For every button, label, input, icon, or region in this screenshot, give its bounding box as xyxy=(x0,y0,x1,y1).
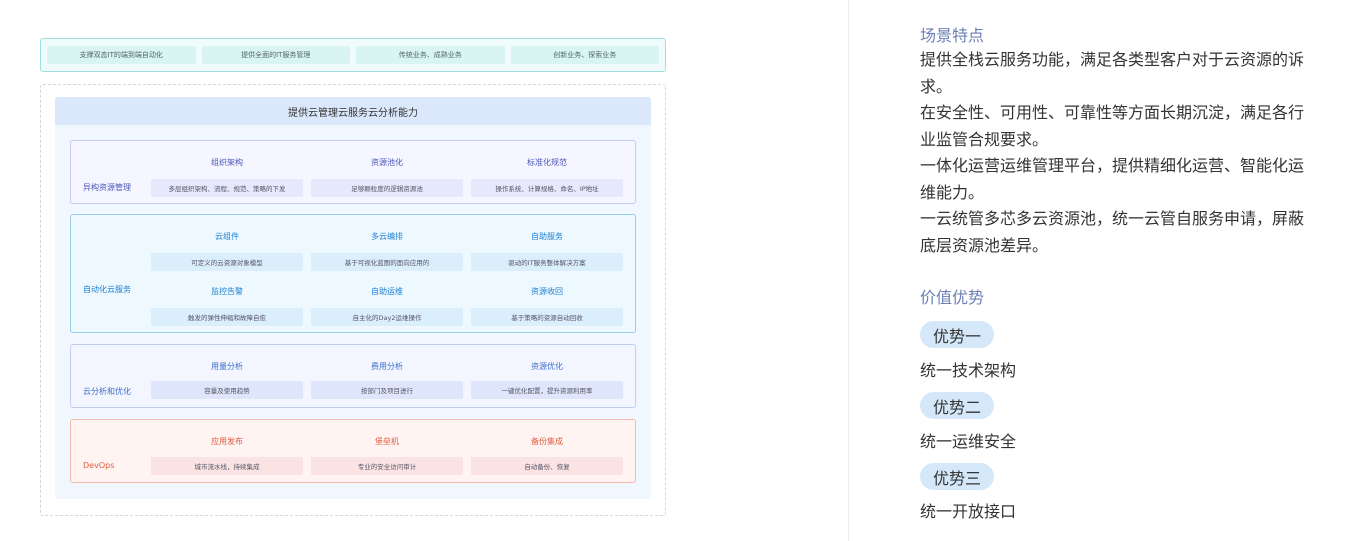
column-cell: 一键优化配置，提升资源利用率 xyxy=(471,381,623,399)
column-title: 应用发布 xyxy=(211,437,243,446)
column-cell: 专业的安全访问审计 xyxy=(311,457,463,475)
feature-line: 提供全栈云服务功能，满足各类型客户对于云资源的诉求。 xyxy=(920,50,1305,96)
group-label: 云分析和优化 xyxy=(83,387,131,396)
column-title: 资源池化 xyxy=(371,158,403,167)
top-cell: 支撑双态IT的端到端自动化 xyxy=(47,46,196,64)
group-label: DevOps xyxy=(83,461,115,470)
column-title: 监控告警 xyxy=(211,287,243,296)
group-cloud-analysis: 云分析和优化 用量分析 费用分析 资源优化 容量及使用趋势 按部门及项目进行 一… xyxy=(70,344,636,408)
column-cell: 城市流水线，持续集成 xyxy=(151,457,303,475)
features-title: 场景特点 xyxy=(920,26,985,45)
column-cell: 基于可视化蓝图的面向应用的 xyxy=(311,253,463,271)
column-title: 资源优化 xyxy=(531,362,563,371)
column-cell: 自动备份、恢复 xyxy=(471,457,623,475)
advantage-text: 统一运维安全 xyxy=(920,432,1017,451)
column-title: 自助运维 xyxy=(371,287,403,296)
column-title: 自助服务 xyxy=(531,232,563,241)
advantage-text: 统一开放接口 xyxy=(920,502,1017,521)
feature-line: 一云统管多芯多云资源池，统一云管自服务申请，屏蔽底层资源池差异。 xyxy=(920,209,1305,255)
column-title: 标准化规范 xyxy=(527,158,567,167)
column-cell: 操作系统、计算规格、命名、IP地址 xyxy=(471,179,623,197)
top-cell: 提供全面的IT服务管理 xyxy=(201,46,350,64)
advantage-text: 统一技术架构 xyxy=(920,361,1017,380)
column-cell: 基于策略的资源自动回收 xyxy=(471,308,623,326)
column-cell: 可定义的云资源对象模型 xyxy=(151,253,303,271)
column-cell: 容量及使用趋势 xyxy=(151,381,303,399)
column-title: 资源收回 xyxy=(531,287,563,296)
column-title: 组织架构 xyxy=(211,158,243,167)
advantage-badge: 优势三 xyxy=(920,463,995,490)
panel-divider xyxy=(848,0,849,541)
platform-frame: 提供云管理云服务云分析能力 异构资源管理 组织架构 资源池化 标准化规范 多层组… xyxy=(40,84,666,516)
advantages-title: 价值优势 xyxy=(920,288,985,307)
column-title: 堡垒机 xyxy=(375,437,399,446)
group-heterogeneous-resource: 异构资源管理 组织架构 资源池化 标准化规范 多层组织架构、流程、规范、策略的下… xyxy=(70,140,636,204)
column-cell: 驱动的IT服务整体解决方案 xyxy=(471,253,623,271)
column-cell: 触发的弹性伸缩和故障自愈 xyxy=(151,308,303,326)
advantage-badge: 优势二 xyxy=(920,392,995,419)
advantage-badge: 优势一 xyxy=(920,321,995,348)
capability-top-row: 支撑双态IT的端到端自动化 提供全面的IT服务管理 传统业务、成熟业务 创新业务… xyxy=(40,38,666,72)
group-devops: DevOps 应用发布 堡垒机 备份集成 城市流水线，持续集成 专业的安全访问审… xyxy=(70,419,636,483)
column-cell: 自主化的Day2运维操作 xyxy=(311,308,463,326)
column-cell: 按部门及项目进行 xyxy=(311,381,463,399)
platform-banner: 提供云管理云服务云分析能力 xyxy=(55,97,651,125)
platform-body: 提供云管理云服务云分析能力 异构资源管理 组织架构 资源池化 标准化规范 多层组… xyxy=(55,97,651,499)
column-cell: 足够颗粒度的逻辑资源池 xyxy=(311,179,463,197)
features-text: 提供全栈云服务功能，满足各类型客户对于云资源的诉求。 在安全性、可用性、可靠性等… xyxy=(920,47,1312,259)
column-title: 用量分析 xyxy=(211,362,243,371)
column-title: 费用分析 xyxy=(371,362,403,371)
feature-line: 一体化运营运维管理平台，提供精细化运营、智能化运维能力。 xyxy=(920,156,1305,202)
column-title: 备份集成 xyxy=(531,437,563,446)
column-cell: 多层组织架构、流程、规范、策略的下发 xyxy=(151,179,303,197)
group-label: 自动化云服务 xyxy=(83,285,131,294)
group-label: 异构资源管理 xyxy=(83,183,131,192)
column-title: 云组件 xyxy=(215,232,239,241)
top-cell: 传统业务、成熟业务 xyxy=(356,46,505,64)
architecture-diagram: 支撑双态IT的端到端自动化 提供全面的IT服务管理 传统业务、成熟业务 创新业务… xyxy=(40,38,666,516)
column-title: 多云编排 xyxy=(371,232,403,241)
group-automated-cloud-service: 自动化云服务 云组件 多云编排 自助服务 可定义的云资源对象模型 基于可视化蓝图… xyxy=(70,214,636,333)
feature-line: 在安全性、可用性、可靠性等方面长期沉淀，满足各行业监管合规要求。 xyxy=(920,103,1305,149)
top-cell: 创新业务、探索业务 xyxy=(510,46,659,64)
